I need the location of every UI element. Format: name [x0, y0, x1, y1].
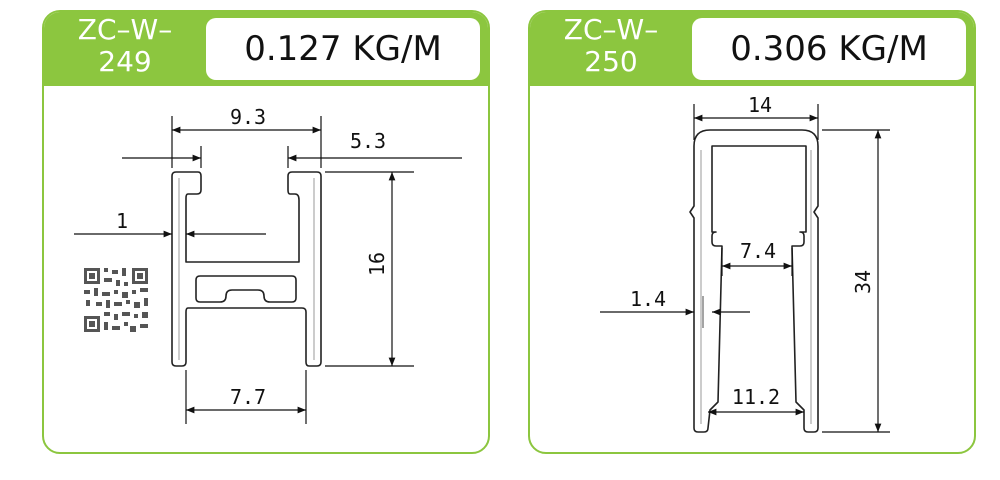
- profile-code: ZC–W– 250: [530, 14, 692, 84]
- profile-card-zc-w-250: ZC–W– 250 0.306 KG/M: [528, 10, 976, 454]
- profile-weight: 0.306 KG/M: [730, 29, 928, 69]
- profile-code: ZC–W– 249: [44, 14, 206, 84]
- profile-code-line1: ZC–W–: [77, 13, 173, 46]
- weight-box: 0.306 KG/M: [692, 18, 966, 80]
- profile-code-line2: 249: [98, 45, 152, 78]
- profile-code-line1: ZC–W–: [563, 13, 659, 46]
- profile-card-zc-w-249: ZC–W– 249 0.127 KG/M: [42, 10, 490, 454]
- card-header: ZC–W– 249 0.127 KG/M: [44, 12, 488, 86]
- profile-weight: 0.127 KG/M: [244, 29, 442, 69]
- profile-code-line2: 250: [584, 45, 638, 78]
- weight-box: 0.127 KG/M: [206, 18, 480, 80]
- card-header: ZC–W– 250 0.306 KG/M: [530, 12, 974, 86]
